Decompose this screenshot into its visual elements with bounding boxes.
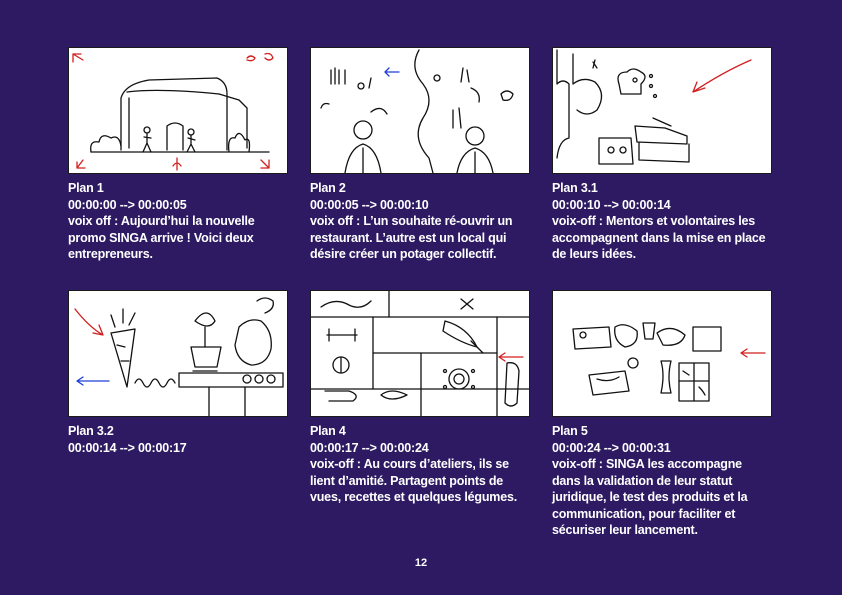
plan-label: Plan 4 <box>310 424 346 438</box>
sketch-frame-plan-1 <box>68 47 288 174</box>
storyboard-panel-plan-1: Plan 1 00:00:00 --> 00:00:05 voix off : … <box>68 47 288 263</box>
storyboard-panel-plan-5: Plan 5 00:00:24 --> 00:00:31 voix-off : … <box>552 290 772 539</box>
sketch-frame-plan-5 <box>552 290 772 417</box>
timecode: 00:00:00 --> 00:00:05 <box>68 197 187 212</box>
timecode: 00:00:14 --> 00:00:17 <box>68 440 187 455</box>
storyboard-panel-plan-3-1: Plan 3.1 00:00:10 --> 00:00:14 voix-off … <box>552 47 772 263</box>
timecode: 00:00:24 --> 00:00:31 <box>552 440 671 455</box>
plan-label: Plan 3.1 <box>552 181 598 195</box>
voice-over-text: voix-off : Au cours d’ateliers, ils se l… <box>310 457 517 504</box>
sketch-illustration <box>572 322 766 402</box>
plan-label: Plan 1 <box>68 181 104 195</box>
plan-label: Plan 3.2 <box>68 424 114 438</box>
sketch-illustration <box>320 49 514 173</box>
timecode: 00:00:17 --> 00:00:24 <box>310 440 429 455</box>
voice-over-text: voix off : Aujourd’hui la nouvelle promo… <box>68 214 255 261</box>
sketch-frame-plan-4 <box>310 290 530 417</box>
sketch-illustration <box>74 297 284 416</box>
sketch-frame-plan-3-2 <box>68 290 288 417</box>
storyboard-panel-plan-2: Plan 2 00:00:05 --> 00:00:10 voix off : … <box>310 47 530 263</box>
voice-over-text: voix-off : SINGA les accompagne dans la … <box>552 457 748 537</box>
storyboard-panel-plan-4: Plan 4 00:00:17 --> 00:00:24 voix-off : … <box>310 290 530 506</box>
plan-label: Plan 5 <box>552 424 588 438</box>
sketch-frame-plan-3-1 <box>552 47 772 174</box>
sketch-illustration <box>311 291 529 416</box>
voice-over-text: voix off : L’un souhaite ré-ouvrir un re… <box>310 214 513 261</box>
voice-over-text: voix-off : Mentors et volontaires les ac… <box>552 214 766 261</box>
timecode: 00:00:05 --> 00:00:10 <box>310 197 429 212</box>
sketch-illustration <box>72 52 274 171</box>
sketch-illustration <box>556 49 752 165</box>
storyboard-panel-plan-3-2: Plan 3.2 00:00:14 --> 00:00:17 <box>68 290 288 456</box>
page-number: 12 <box>414 557 428 569</box>
sketch-frame-plan-2 <box>310 47 530 174</box>
plan-label: Plan 2 <box>310 181 346 195</box>
timecode: 00:00:10 --> 00:00:14 <box>552 197 671 212</box>
